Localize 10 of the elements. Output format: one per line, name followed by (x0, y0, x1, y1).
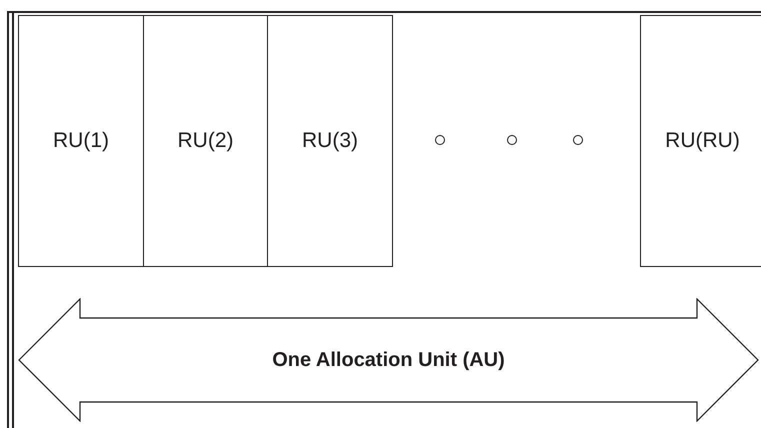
resource-unit-box (143, 15, 268, 267)
span-label: One Allocation Unit (AU) (272, 348, 505, 372)
resource-unit-box (18, 15, 144, 267)
unit-label: RU(3) (302, 129, 358, 153)
unit-label: RU(1) (53, 129, 109, 153)
double-arrow-shape (18, 298, 759, 422)
resource-unit-box (640, 15, 761, 267)
unit-label: RU(RU) (665, 129, 740, 153)
resource-unit-box (267, 15, 393, 267)
unit-label: RU(2) (178, 129, 234, 153)
